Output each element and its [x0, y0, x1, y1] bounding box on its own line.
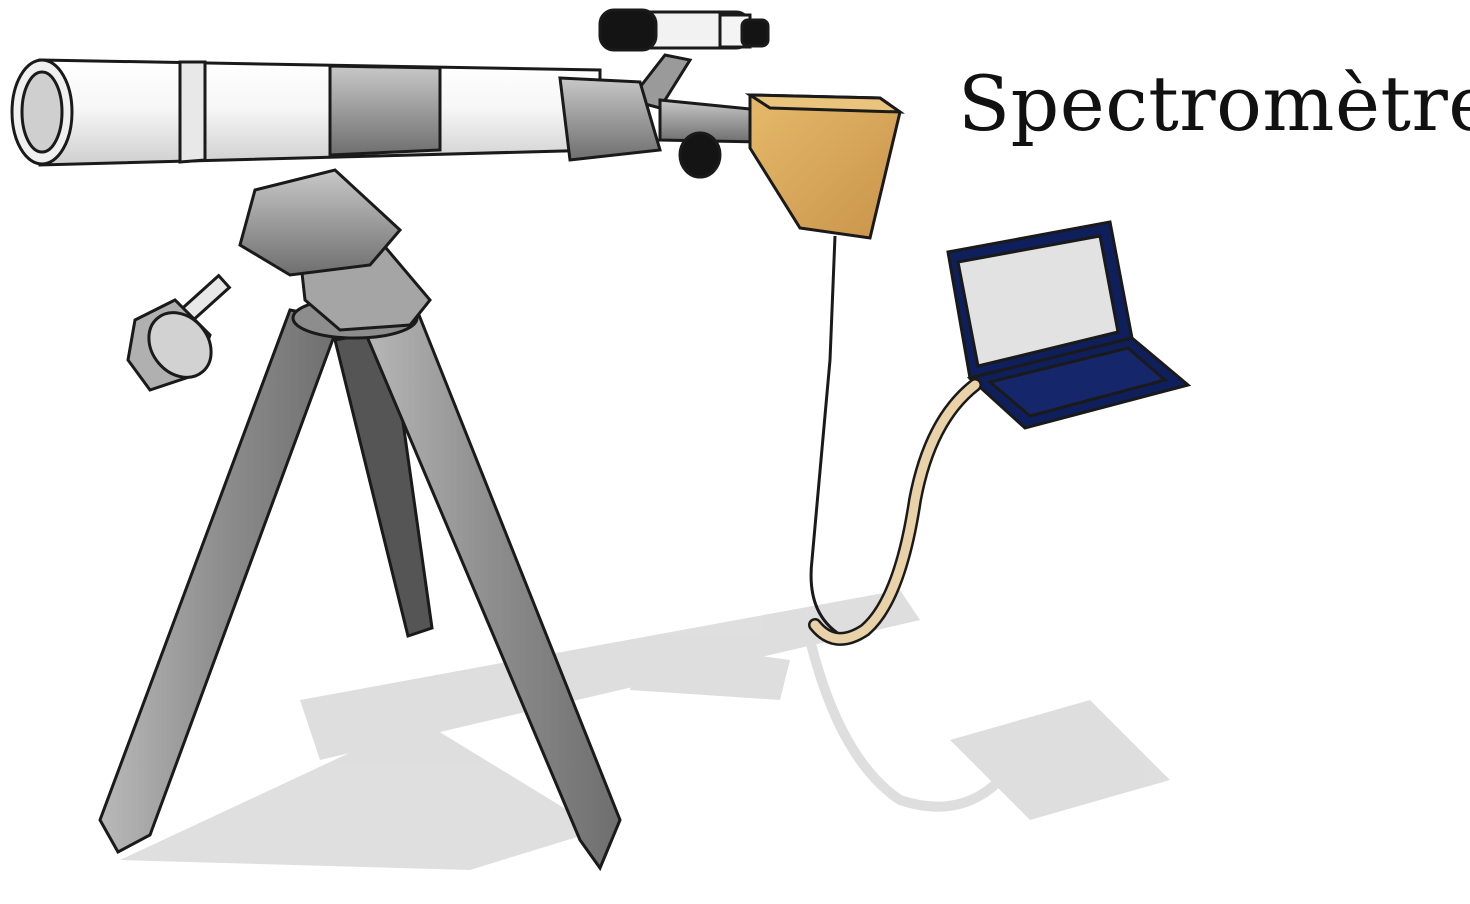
counterweight	[126, 298, 213, 392]
spectrometer	[744, 93, 905, 240]
signal-cable	[809, 235, 851, 642]
mount	[126, 168, 432, 392]
floor-shadow	[120, 590, 1170, 870]
tube-clamp	[328, 64, 442, 157]
spectrometer-label: Spectromètre	[958, 59, 1470, 148]
tube-back-section	[558, 76, 662, 162]
laptop	[946, 220, 1192, 430]
laptop-screen	[956, 234, 1120, 368]
telescope	[10, 58, 772, 179]
tripod-leg-left	[98, 308, 343, 855]
tube-ring-front	[178, 60, 207, 164]
